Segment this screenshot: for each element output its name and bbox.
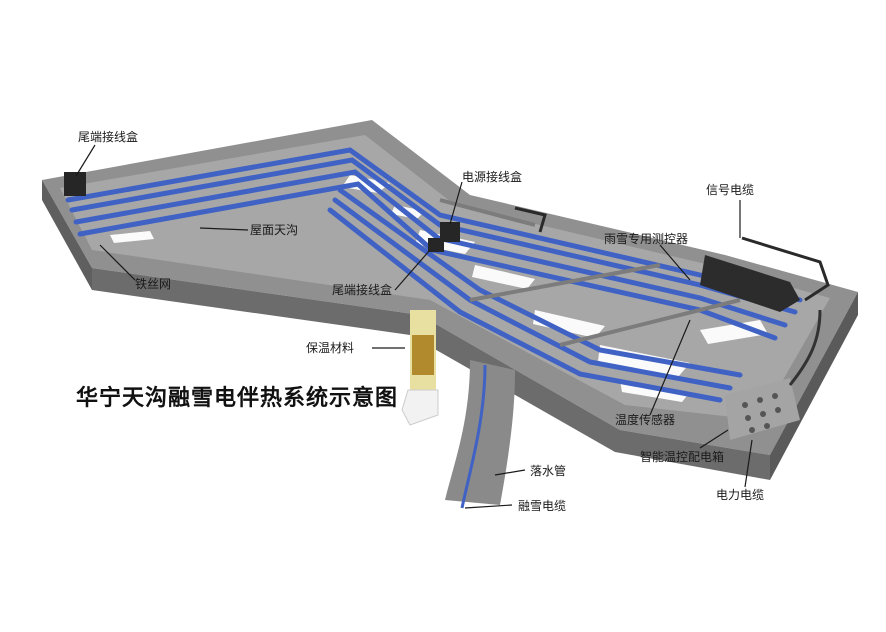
leader-lines <box>75 144 753 509</box>
distribution-box-holes <box>742 393 781 433</box>
insulation-wrap <box>412 335 434 375</box>
downpipe-cable <box>460 364 487 509</box>
sensor-unit-shape <box>700 255 800 312</box>
label-signal-cable: 信号电缆 <box>706 183 755 197</box>
signal-wire-loop <box>741 236 830 302</box>
label-roof-gutter: 屋面天沟 <box>250 223 299 237</box>
gutter-channel-floor <box>60 135 830 420</box>
downpipe-shape <box>445 360 515 505</box>
label-wire-mesh: 铁丝网 <box>135 277 172 291</box>
label-power-box: 电源接线盒 <box>462 170 523 184</box>
diagram-title: 华宁天沟融雪电伴热系统示意图 <box>76 386 399 411</box>
sensor-frame <box>514 206 547 233</box>
label-insulation: 保温材料 <box>306 341 355 355</box>
label-smart-box: 智能温控配电箱 <box>640 450 725 464</box>
label-tail-box-mid: 尾端接线盒 <box>332 283 393 297</box>
gutter-left-end <box>42 180 92 290</box>
gutter-right-wall <box>770 292 858 480</box>
label-melt-cable: 融雪电缆 <box>518 499 567 513</box>
label-tail-box-top: 尾端接线盒 <box>78 130 139 144</box>
power-box-shape <box>440 222 460 242</box>
power-cable-shape <box>788 309 822 386</box>
gutter-front-wall <box>92 268 770 480</box>
outlet-elbow <box>401 389 439 426</box>
label-rain-snow-sensor: 雨雪专用测控器 <box>604 232 689 246</box>
label-downpipe: 落水管 <box>530 464 567 478</box>
label-temp-sensor: 温度传感器 <box>615 413 676 427</box>
tail-box-mid-shape <box>428 238 444 252</box>
distribution-box-shape <box>725 378 800 440</box>
tail-box-top-shape <box>64 172 86 196</box>
label-power-cable: 电力电缆 <box>716 488 765 502</box>
